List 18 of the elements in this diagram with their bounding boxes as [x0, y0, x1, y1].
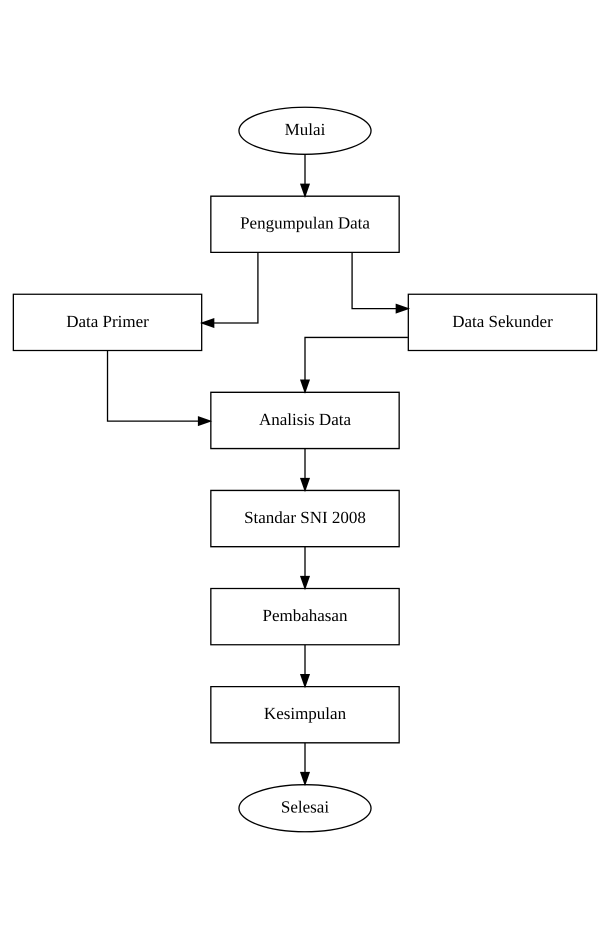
node-box: Analisis Data: [210, 391, 400, 449]
node-box: Data Primer: [12, 293, 202, 351]
arrow: [106, 350, 212, 426]
arrow: [351, 252, 410, 314]
arrow: [300, 546, 310, 590]
arrow: [300, 154, 310, 198]
node-box: Pembahasan: [210, 587, 400, 645]
node-box: Pengumpulan Data: [210, 195, 400, 253]
node-ellipse: Mulai: [238, 106, 372, 154]
node-box: Kesimpulan: [210, 685, 400, 743]
arrow: [300, 448, 310, 492]
node-box: Standar SNI 2008: [210, 489, 400, 547]
arrow: [300, 742, 310, 786]
arrow: [200, 252, 259, 328]
arrow: [300, 644, 310, 688]
node-box: Data Sekunder: [408, 293, 598, 351]
node-ellipse: Selesai: [238, 784, 372, 832]
arrow: [300, 336, 408, 394]
